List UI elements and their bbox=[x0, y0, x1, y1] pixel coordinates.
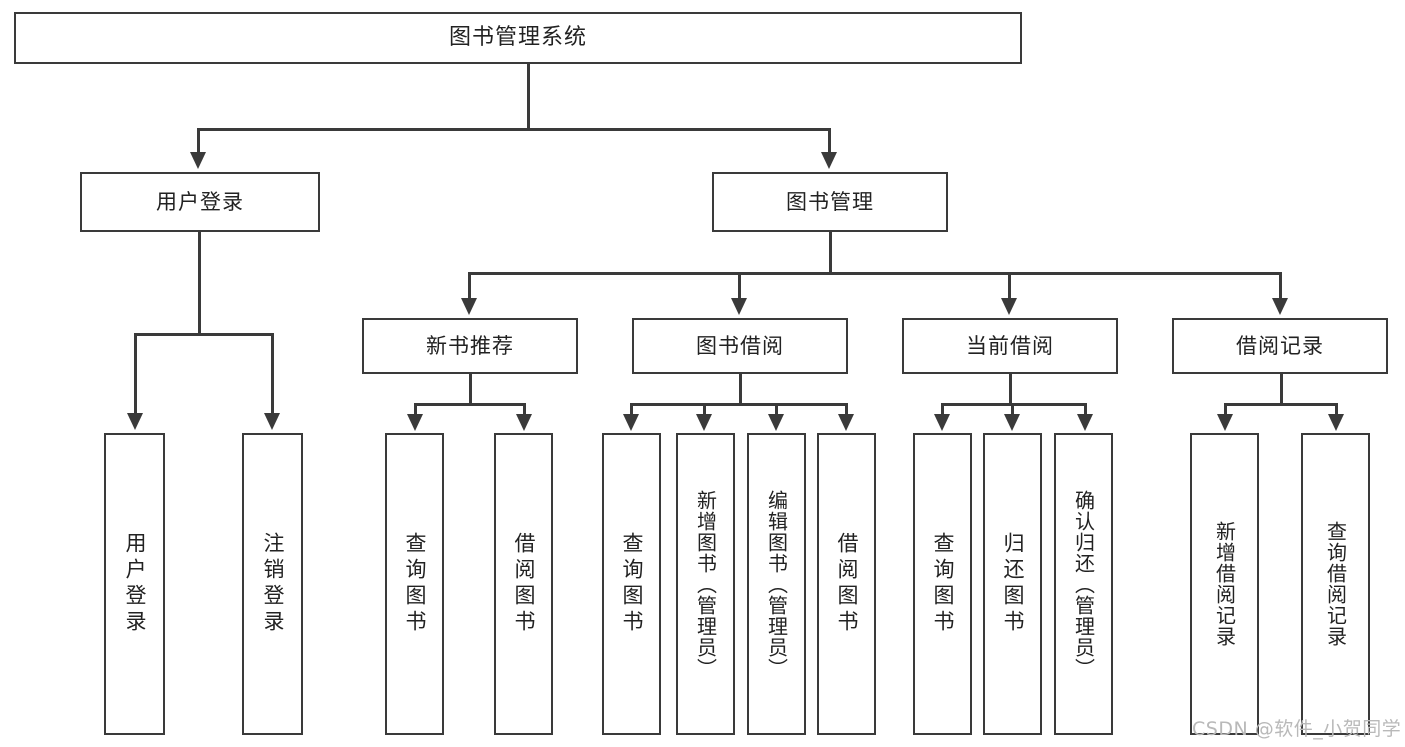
connector-current-borrow-leg-2 bbox=[1011, 403, 1014, 417]
leaf-query-book-3[interactable]: 查询图书 bbox=[913, 433, 972, 735]
csdn-watermark: CSDN @软件_小贺同学 bbox=[1192, 718, 1402, 740]
connector-root-leg-2 bbox=[828, 128, 831, 154]
leaf-confirm-return-admin[interactable]: 确认归还（管理员） bbox=[1054, 433, 1113, 735]
arrow-to-leaf-query-record bbox=[1328, 414, 1344, 431]
leaf-query-book-2[interactable]: 查询图书 bbox=[602, 433, 661, 735]
node-label: 用户登录 bbox=[123, 532, 147, 636]
leaf-user-login[interactable]: 用户登录 bbox=[104, 433, 165, 735]
connector-book-borrow-leg-1 bbox=[630, 403, 633, 417]
arrow-to-leaf-logout bbox=[264, 413, 280, 430]
arrow-to-book-borrow bbox=[731, 298, 747, 315]
connector-user-login-bus bbox=[134, 333, 273, 336]
arrow-to-leaf-query-book-2 bbox=[623, 414, 639, 431]
arrow-to-leaf-add-book bbox=[696, 414, 712, 431]
connector-current-borrow-stem bbox=[1009, 374, 1012, 405]
node-label: 注销登录 bbox=[261, 532, 285, 636]
arrow-to-leaf-user-login bbox=[127, 413, 143, 430]
node-label: 借阅记录 bbox=[1236, 333, 1324, 358]
node-label: 用户登录 bbox=[156, 189, 244, 214]
arrow-to-leaf-confirm-return bbox=[1077, 414, 1093, 431]
node-root-library-system[interactable]: 图书管理系统 bbox=[14, 12, 1022, 64]
connector-borrow-record-leg-2 bbox=[1335, 403, 1338, 417]
leaf-query-borrow-record[interactable]: 查询借阅记录 bbox=[1301, 433, 1370, 735]
leaf-return-book[interactable]: 归还图书 bbox=[983, 433, 1042, 735]
connector-book-manage-leg-3 bbox=[1008, 272, 1011, 300]
connector-new-book-leg-2 bbox=[523, 403, 526, 417]
connector-new-book-bus bbox=[414, 403, 526, 406]
connector-book-manage-leg-1 bbox=[468, 272, 471, 300]
connector-book-manage-stem bbox=[829, 232, 832, 274]
node-label: 归还图书 bbox=[1001, 532, 1025, 636]
node-label: 编辑图书（管理员） bbox=[764, 489, 789, 679]
arrow-to-leaf-query-book-1 bbox=[407, 414, 423, 431]
node-label: 借阅图书 bbox=[512, 532, 536, 636]
arrow-to-leaf-query-book-3 bbox=[934, 414, 950, 431]
connector-book-borrow-leg-4 bbox=[845, 403, 848, 417]
node-new-book-recommend[interactable]: 新书推荐 bbox=[362, 318, 578, 374]
connector-book-borrow-stem bbox=[739, 374, 742, 405]
connector-current-borrow-bus bbox=[941, 403, 1087, 406]
connector-borrow-record-stem bbox=[1280, 374, 1283, 405]
arrow-to-new-book-recommend bbox=[461, 298, 477, 315]
connector-root-stem bbox=[527, 64, 530, 130]
connector-book-borrow-leg-2 bbox=[703, 403, 706, 417]
leaf-add-borrow-record[interactable]: 新增借阅记录 bbox=[1190, 433, 1259, 735]
leaf-borrow-book-2[interactable]: 借阅图书 bbox=[817, 433, 876, 735]
node-book-borrow[interactable]: 图书借阅 bbox=[632, 318, 848, 374]
leaf-query-book-1[interactable]: 查询图书 bbox=[385, 433, 444, 735]
arrow-to-book-manage bbox=[821, 152, 837, 169]
connector-current-borrow-leg-3 bbox=[1084, 403, 1087, 417]
node-label: 查询图书 bbox=[931, 532, 955, 636]
arrow-to-leaf-edit-book bbox=[768, 414, 784, 431]
arrow-to-leaf-borrow-book-2 bbox=[838, 414, 854, 431]
connector-borrow-record-bus bbox=[1224, 403, 1338, 406]
arrow-to-current-borrow bbox=[1001, 298, 1017, 315]
node-book-manage[interactable]: 图书管理 bbox=[712, 172, 948, 232]
arrow-to-leaf-borrow-book-1 bbox=[516, 414, 532, 431]
node-label: 图书借阅 bbox=[696, 333, 784, 358]
connector-user-login-leg-2 bbox=[271, 333, 274, 415]
connector-new-book-leg-1 bbox=[414, 403, 417, 417]
node-user-login[interactable]: 用户登录 bbox=[80, 172, 320, 232]
connector-user-login-stem bbox=[198, 232, 201, 335]
connector-new-book-stem bbox=[469, 374, 472, 405]
leaf-edit-book-admin[interactable]: 编辑图书（管理员） bbox=[747, 433, 806, 735]
arrow-to-leaf-return-book bbox=[1004, 414, 1020, 431]
arrow-to-leaf-add-record bbox=[1217, 414, 1233, 431]
node-label: 图书管理 bbox=[786, 189, 874, 214]
leaf-add-book-admin[interactable]: 新增图书（管理员） bbox=[676, 433, 735, 735]
leaf-logout[interactable]: 注销登录 bbox=[242, 433, 303, 735]
node-label: 查询图书 bbox=[403, 532, 427, 636]
node-label: 确认归还（管理员） bbox=[1071, 489, 1096, 679]
arrow-to-user-login bbox=[190, 152, 206, 169]
connector-book-borrow-leg-3 bbox=[775, 403, 778, 417]
node-label: 当前借阅 bbox=[966, 333, 1054, 358]
connector-current-borrow-leg-1 bbox=[941, 403, 944, 417]
node-label: 图书管理系统 bbox=[448, 25, 587, 50]
connector-book-manage-leg-4 bbox=[1279, 272, 1282, 300]
connector-root-bus bbox=[197, 128, 831, 131]
connector-book-borrow-bus bbox=[630, 403, 848, 406]
node-label: 新增图书（管理员） bbox=[693, 489, 718, 679]
node-label: 借阅图书 bbox=[835, 532, 859, 636]
node-label: 查询借阅记录 bbox=[1323, 521, 1348, 647]
arrow-to-borrow-record bbox=[1272, 298, 1288, 315]
connector-book-manage-bus bbox=[468, 272, 1282, 275]
connector-user-login-leg-1 bbox=[134, 333, 137, 415]
connector-root-leg-1 bbox=[197, 128, 200, 154]
node-label: 新书推荐 bbox=[426, 333, 514, 358]
node-borrow-record[interactable]: 借阅记录 bbox=[1172, 318, 1388, 374]
connector-borrow-record-leg-1 bbox=[1224, 403, 1227, 417]
node-label: 查询图书 bbox=[620, 532, 644, 636]
leaf-borrow-book-1[interactable]: 借阅图书 bbox=[494, 433, 553, 735]
node-current-borrow[interactable]: 当前借阅 bbox=[902, 318, 1118, 374]
connector-book-manage-leg-2 bbox=[738, 272, 741, 300]
node-label: 新增借阅记录 bbox=[1212, 521, 1237, 647]
